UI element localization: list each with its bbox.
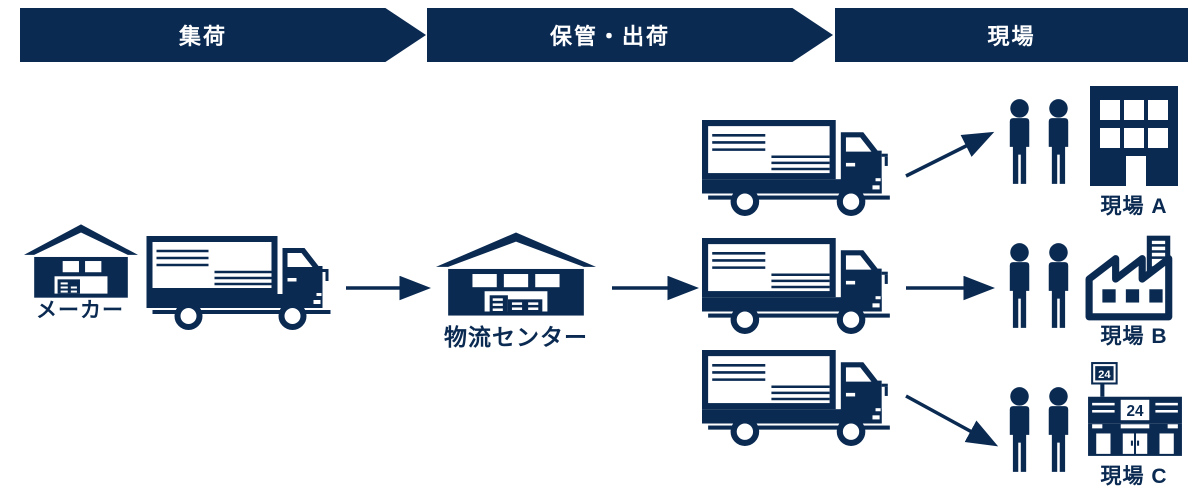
people-icon [1002, 98, 1076, 188]
warehouse-icon [436, 228, 596, 316]
truck-icon [702, 120, 898, 218]
arrow-icon [905, 394, 999, 447]
step-label-pickup: 集荷 [178, 24, 227, 49]
people-icon [1002, 242, 1076, 332]
store-awning-24: 24 [1126, 403, 1144, 420]
office-building-icon [1090, 86, 1178, 186]
store-sign-24: 24 [1098, 369, 1111, 381]
logistics-center-label: 物流センター [444, 324, 588, 350]
truck-icon [146, 236, 339, 332]
step-label-storage-shipping: 保管・出荷 [549, 24, 670, 49]
truck-icon [702, 350, 898, 448]
maker-label: メーカー [36, 299, 124, 322]
step-banner-storage-shipping: 保管・出荷 [427, 8, 833, 62]
warehouse-icon [24, 220, 138, 298]
convenience-store-icon: 24 24 [1088, 360, 1182, 460]
step-banner-site: 現場 [835, 8, 1188, 62]
people-icon [1002, 386, 1076, 476]
site-a-label: 現場 A [1100, 195, 1168, 218]
step-banner-pickup: 集荷 [20, 8, 426, 62]
truck-icon [702, 238, 898, 336]
factory-icon [1084, 230, 1182, 322]
site-b-label: 現場 B [1100, 325, 1168, 348]
site-c-label: 現場 C [1100, 465, 1168, 488]
step-label-site: 現場 [987, 24, 1036, 49]
arrow-icon [905, 131, 995, 178]
